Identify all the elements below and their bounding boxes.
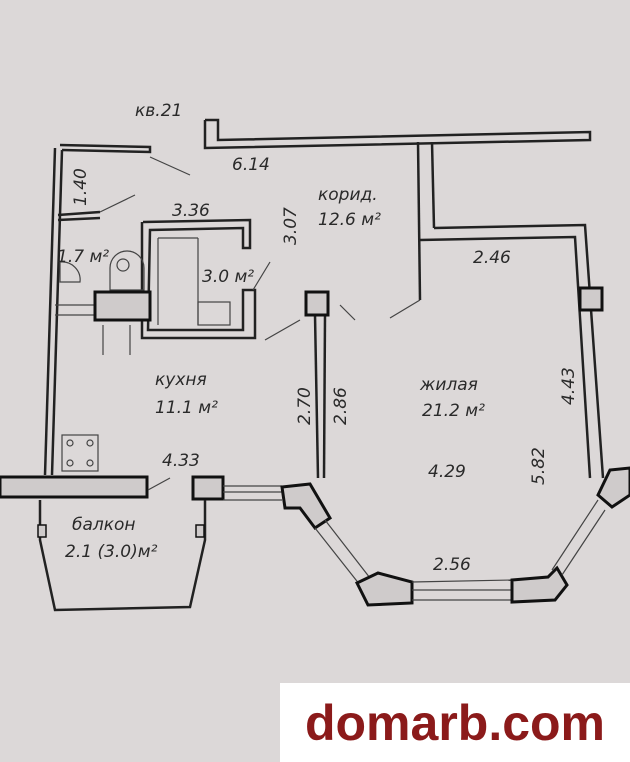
- dimension-label: 4.29: [428, 462, 466, 482]
- apartment-number: кв.21: [135, 101, 182, 121]
- watermark: domarb.com: [280, 683, 630, 762]
- room-name-balcony: балкон: [72, 515, 136, 535]
- room-name-kitchen: кухня: [155, 370, 207, 390]
- dimension-label: 1.40: [71, 168, 91, 206]
- dimension-label: 2.86: [331, 387, 351, 425]
- room-area-bathroom: 3.0 м²: [202, 267, 254, 287]
- room-area-wc: 1.7 м²: [57, 247, 109, 267]
- room-area-corridor: 12.6 м²: [318, 210, 381, 230]
- plan-labels: кв.21 6.14 1.40 3.36 3.07 корид. 12.6 м²…: [57, 101, 579, 575]
- dimension-label: 4.33: [162, 451, 200, 471]
- room-area-balcony: 2.1 (3.0)м²: [65, 542, 158, 562]
- dimension-label: 2.46: [473, 248, 511, 268]
- room-area-living: 21.2 м²: [422, 401, 485, 421]
- room-name-living: жилая: [419, 375, 478, 395]
- watermark-text: domarb.com: [304, 694, 606, 751]
- dimension-label: 2.56: [433, 555, 471, 575]
- room-area-kitchen: 11.1 м²: [155, 398, 218, 418]
- dimension-label: 5.82: [529, 447, 549, 485]
- walls: [0, 118, 630, 612]
- dimension-label: 3.07: [281, 207, 301, 245]
- dimension-label: 2.70: [295, 387, 315, 425]
- dimension-label: 4.43: [559, 367, 579, 405]
- dimension-label: 3.36: [172, 201, 210, 221]
- room-name-corridor: корид.: [318, 185, 378, 205]
- dimension-label: 6.14: [232, 155, 270, 175]
